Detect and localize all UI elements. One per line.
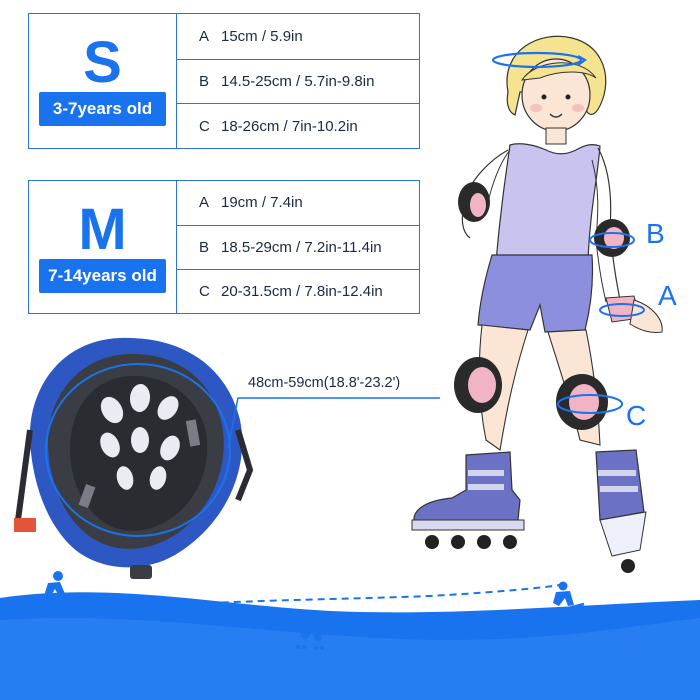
size-letter: S — [83, 30, 122, 95]
row-label: A — [199, 194, 210, 212]
size-s-table: S 3-7years old A 15cm / 5.9in B 14.5-25c… — [28, 13, 420, 149]
measurement-row-c: C 18-26cm / 7in-10.2in — [177, 103, 419, 148]
measurement-row-c: C 20-31.5cm / 7.8in-12.4in — [177, 268, 419, 313]
row-value: 19cm / 7.4in — [221, 194, 303, 212]
marker-c: C — [626, 400, 647, 431]
right-elbow-pad — [589, 219, 635, 257]
inline-skater-icon — [296, 612, 324, 650]
size-letter: M — [78, 197, 127, 262]
left-elbow-pad — [458, 182, 490, 222]
measurement-row-b: B 18.5-29cm / 7.2in-11.4in — [177, 224, 419, 269]
row-label: B — [199, 72, 210, 90]
child-figure-illustration — [411, 35, 663, 573]
size-s-cell: S 3-7years old — [29, 14, 177, 148]
size-m-cell: M 7-14years old — [29, 181, 177, 313]
row-label: B — [199, 238, 210, 256]
right-skate — [595, 449, 647, 573]
helmet-circumference-label: 48cm-59cm(18.8'-23.2') — [248, 375, 401, 391]
skier-icon — [33, 571, 77, 607]
row-value: 14.5-25cm / 5.7in-9.8in — [221, 72, 375, 90]
wrist-guard — [599, 295, 663, 333]
measurement-row-a: A 15cm / 5.9in — [177, 14, 419, 59]
row-label: C — [199, 282, 210, 300]
row-value: 18-26cm / 7in-10.2in — [221, 117, 358, 135]
left-skate — [411, 451, 525, 549]
marker-a: A — [658, 280, 677, 311]
age-range-badge: 7-14years old — [39, 259, 166, 293]
helmet-image — [14, 337, 254, 579]
dashed-trail — [77, 584, 561, 613]
measurement-row-b: B 14.5-25cm / 5.7in-9.8in — [177, 58, 419, 104]
measurement-rows: A 15cm / 5.9in B 14.5-25cm / 5.7in-9.8in… — [177, 14, 419, 148]
row-value: 20-31.5cm / 7.8in-12.4in — [221, 282, 383, 300]
circumference-leader — [227, 397, 440, 449]
age-range-badge: 3-7years old — [39, 92, 166, 126]
left-knee-pad — [454, 357, 502, 413]
row-label: C — [199, 117, 210, 135]
row-value: 15cm / 5.9in — [221, 27, 303, 45]
measurement-rows: A 19cm / 7.4in B 18.5-29cm / 7.2in-11.4i… — [177, 181, 419, 313]
wave-highlight — [0, 617, 700, 700]
size-m-table: M 7-14years old A 19cm / 7.4in B 18.5-29… — [28, 180, 420, 314]
row-value: 18.5-29cm / 7.2in-11.4in — [221, 238, 382, 256]
right-knee-pad — [556, 374, 623, 430]
skateboarder-icon — [552, 581, 585, 614]
measurement-row-a: A 19cm / 7.4in — [177, 181, 419, 225]
row-label: A — [199, 27, 210, 45]
marker-b: B — [646, 218, 665, 249]
